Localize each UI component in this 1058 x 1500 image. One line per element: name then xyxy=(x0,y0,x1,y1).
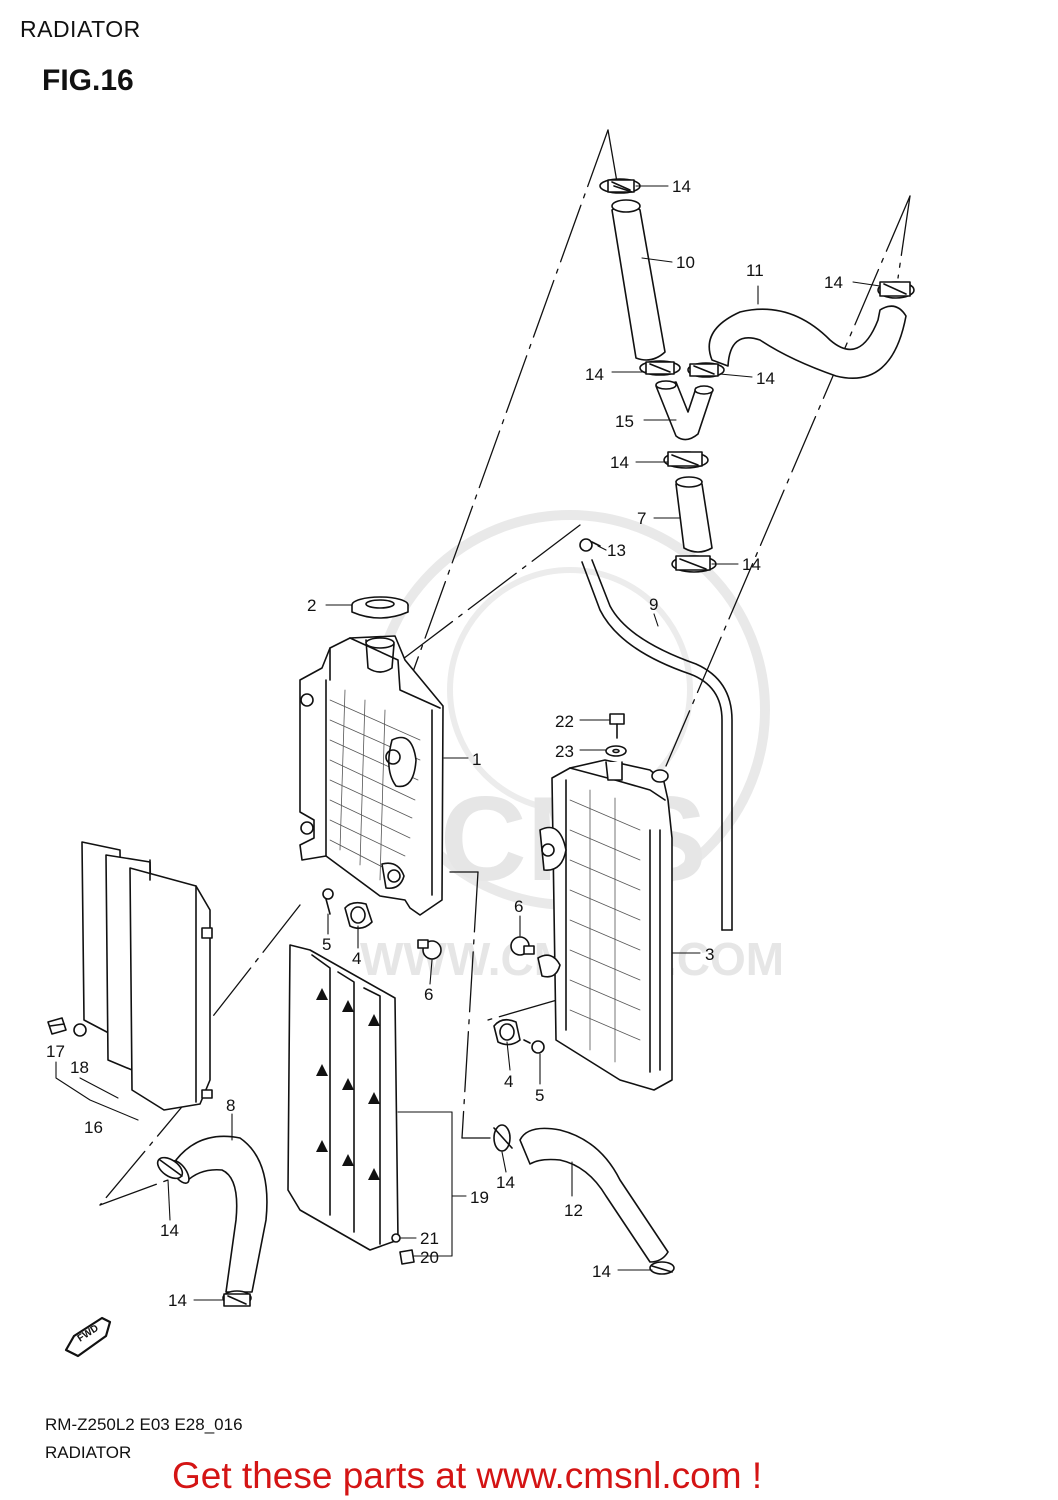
hose-10 xyxy=(611,199,666,361)
nut-18 xyxy=(73,1023,87,1037)
callout-1: 1 xyxy=(472,750,481,769)
hose-7 xyxy=(675,476,713,553)
nut-17 xyxy=(47,1017,67,1035)
section-title: RADIATOR xyxy=(20,16,141,42)
washer-23 xyxy=(605,745,627,757)
callout-15: 15 xyxy=(615,412,634,431)
callout-14: 14 xyxy=(756,369,775,388)
joint-15 xyxy=(655,380,714,441)
clamp-14-upper-right xyxy=(877,281,915,299)
callout-13: 13 xyxy=(607,541,626,560)
radiator-cap-2 xyxy=(351,596,409,619)
callout-14: 14 xyxy=(168,1291,187,1310)
model-code: RM-Z250L2 E03 E28_016 xyxy=(45,1415,243,1434)
callout-23: 23 xyxy=(555,742,574,761)
clamp-14-hose-8-bottom xyxy=(222,1290,252,1307)
callout-6: 6 xyxy=(514,897,523,916)
leader-lines xyxy=(167,185,881,1301)
hose-12 xyxy=(519,1127,669,1263)
bolt-5-left xyxy=(322,888,334,915)
callout-11: 11 xyxy=(746,261,764,280)
callout-10: 10 xyxy=(676,253,695,272)
radiator-left-1 xyxy=(299,635,444,916)
callout-6: 6 xyxy=(424,985,433,1004)
cta-link[interactable]: Get these parts at www.cmsnl.com ! xyxy=(172,1455,763,1496)
callout-14: 14 xyxy=(160,1221,179,1240)
clamp-14-top xyxy=(599,178,641,194)
grommet-4-left xyxy=(344,901,373,930)
callout-4: 4 xyxy=(352,949,361,968)
callout-14: 14 xyxy=(610,453,629,472)
callout-9: 9 xyxy=(649,595,658,614)
callout-14: 14 xyxy=(742,555,761,574)
clamp-14-below-joint xyxy=(663,451,709,469)
callout-7: 7 xyxy=(637,509,646,528)
clip-13 xyxy=(579,538,601,552)
bolt-5-right xyxy=(523,1039,545,1054)
clamp-14-below-hose-7 xyxy=(671,555,717,573)
collar-6-left xyxy=(417,939,442,960)
collar-6-right xyxy=(510,936,535,956)
callout-20: 20 xyxy=(420,1248,439,1267)
clamp-14-hose-12-top xyxy=(493,1124,513,1152)
clamp-14-mid-right xyxy=(687,362,725,378)
bolt-22 xyxy=(609,713,625,739)
callout-14: 14 xyxy=(824,273,843,292)
callout-14: 14 xyxy=(585,365,604,384)
callout-14: 14 xyxy=(592,1262,611,1281)
radiator-right-3 xyxy=(537,759,673,1091)
callout-16: 16 xyxy=(84,1118,103,1137)
callout-21: 21 xyxy=(420,1229,439,1248)
callout-3: 3 xyxy=(705,945,714,964)
clamp-14-upper-left xyxy=(639,360,681,376)
callout-19: 19 xyxy=(470,1188,489,1207)
guard-16 xyxy=(81,841,213,1111)
callouts: 14 10 11 14 14 14 15 14 7 13 14 2 9 1 22… xyxy=(46,177,843,1310)
grommet-4-right xyxy=(493,1018,521,1046)
callout-14: 14 xyxy=(672,177,691,196)
section-name: RADIATOR xyxy=(45,1443,132,1462)
callout-12: 12 xyxy=(564,1201,583,1220)
callout-18: 18 xyxy=(70,1058,89,1077)
callout-4: 4 xyxy=(504,1072,513,1091)
callout-14: 14 xyxy=(496,1173,515,1192)
clamp-14-hose-8-top xyxy=(156,1156,184,1180)
leader-16 xyxy=(55,1061,139,1121)
hose-11 xyxy=(708,305,907,379)
callout-22: 22 xyxy=(555,712,574,731)
fwd-badge: FWD xyxy=(64,1316,112,1358)
hose-8 xyxy=(170,1135,268,1293)
figure-label: FIG.16 xyxy=(42,64,134,97)
shroud-19 xyxy=(287,944,415,1265)
callout-5: 5 xyxy=(322,935,331,954)
pipe-9 xyxy=(581,559,733,931)
callout-5: 5 xyxy=(535,1086,544,1105)
callout-2: 2 xyxy=(307,596,316,615)
callout-8: 8 xyxy=(226,1096,235,1115)
callout-17: 17 xyxy=(46,1042,65,1061)
clamp-14-hose-12-bottom xyxy=(649,1261,675,1275)
